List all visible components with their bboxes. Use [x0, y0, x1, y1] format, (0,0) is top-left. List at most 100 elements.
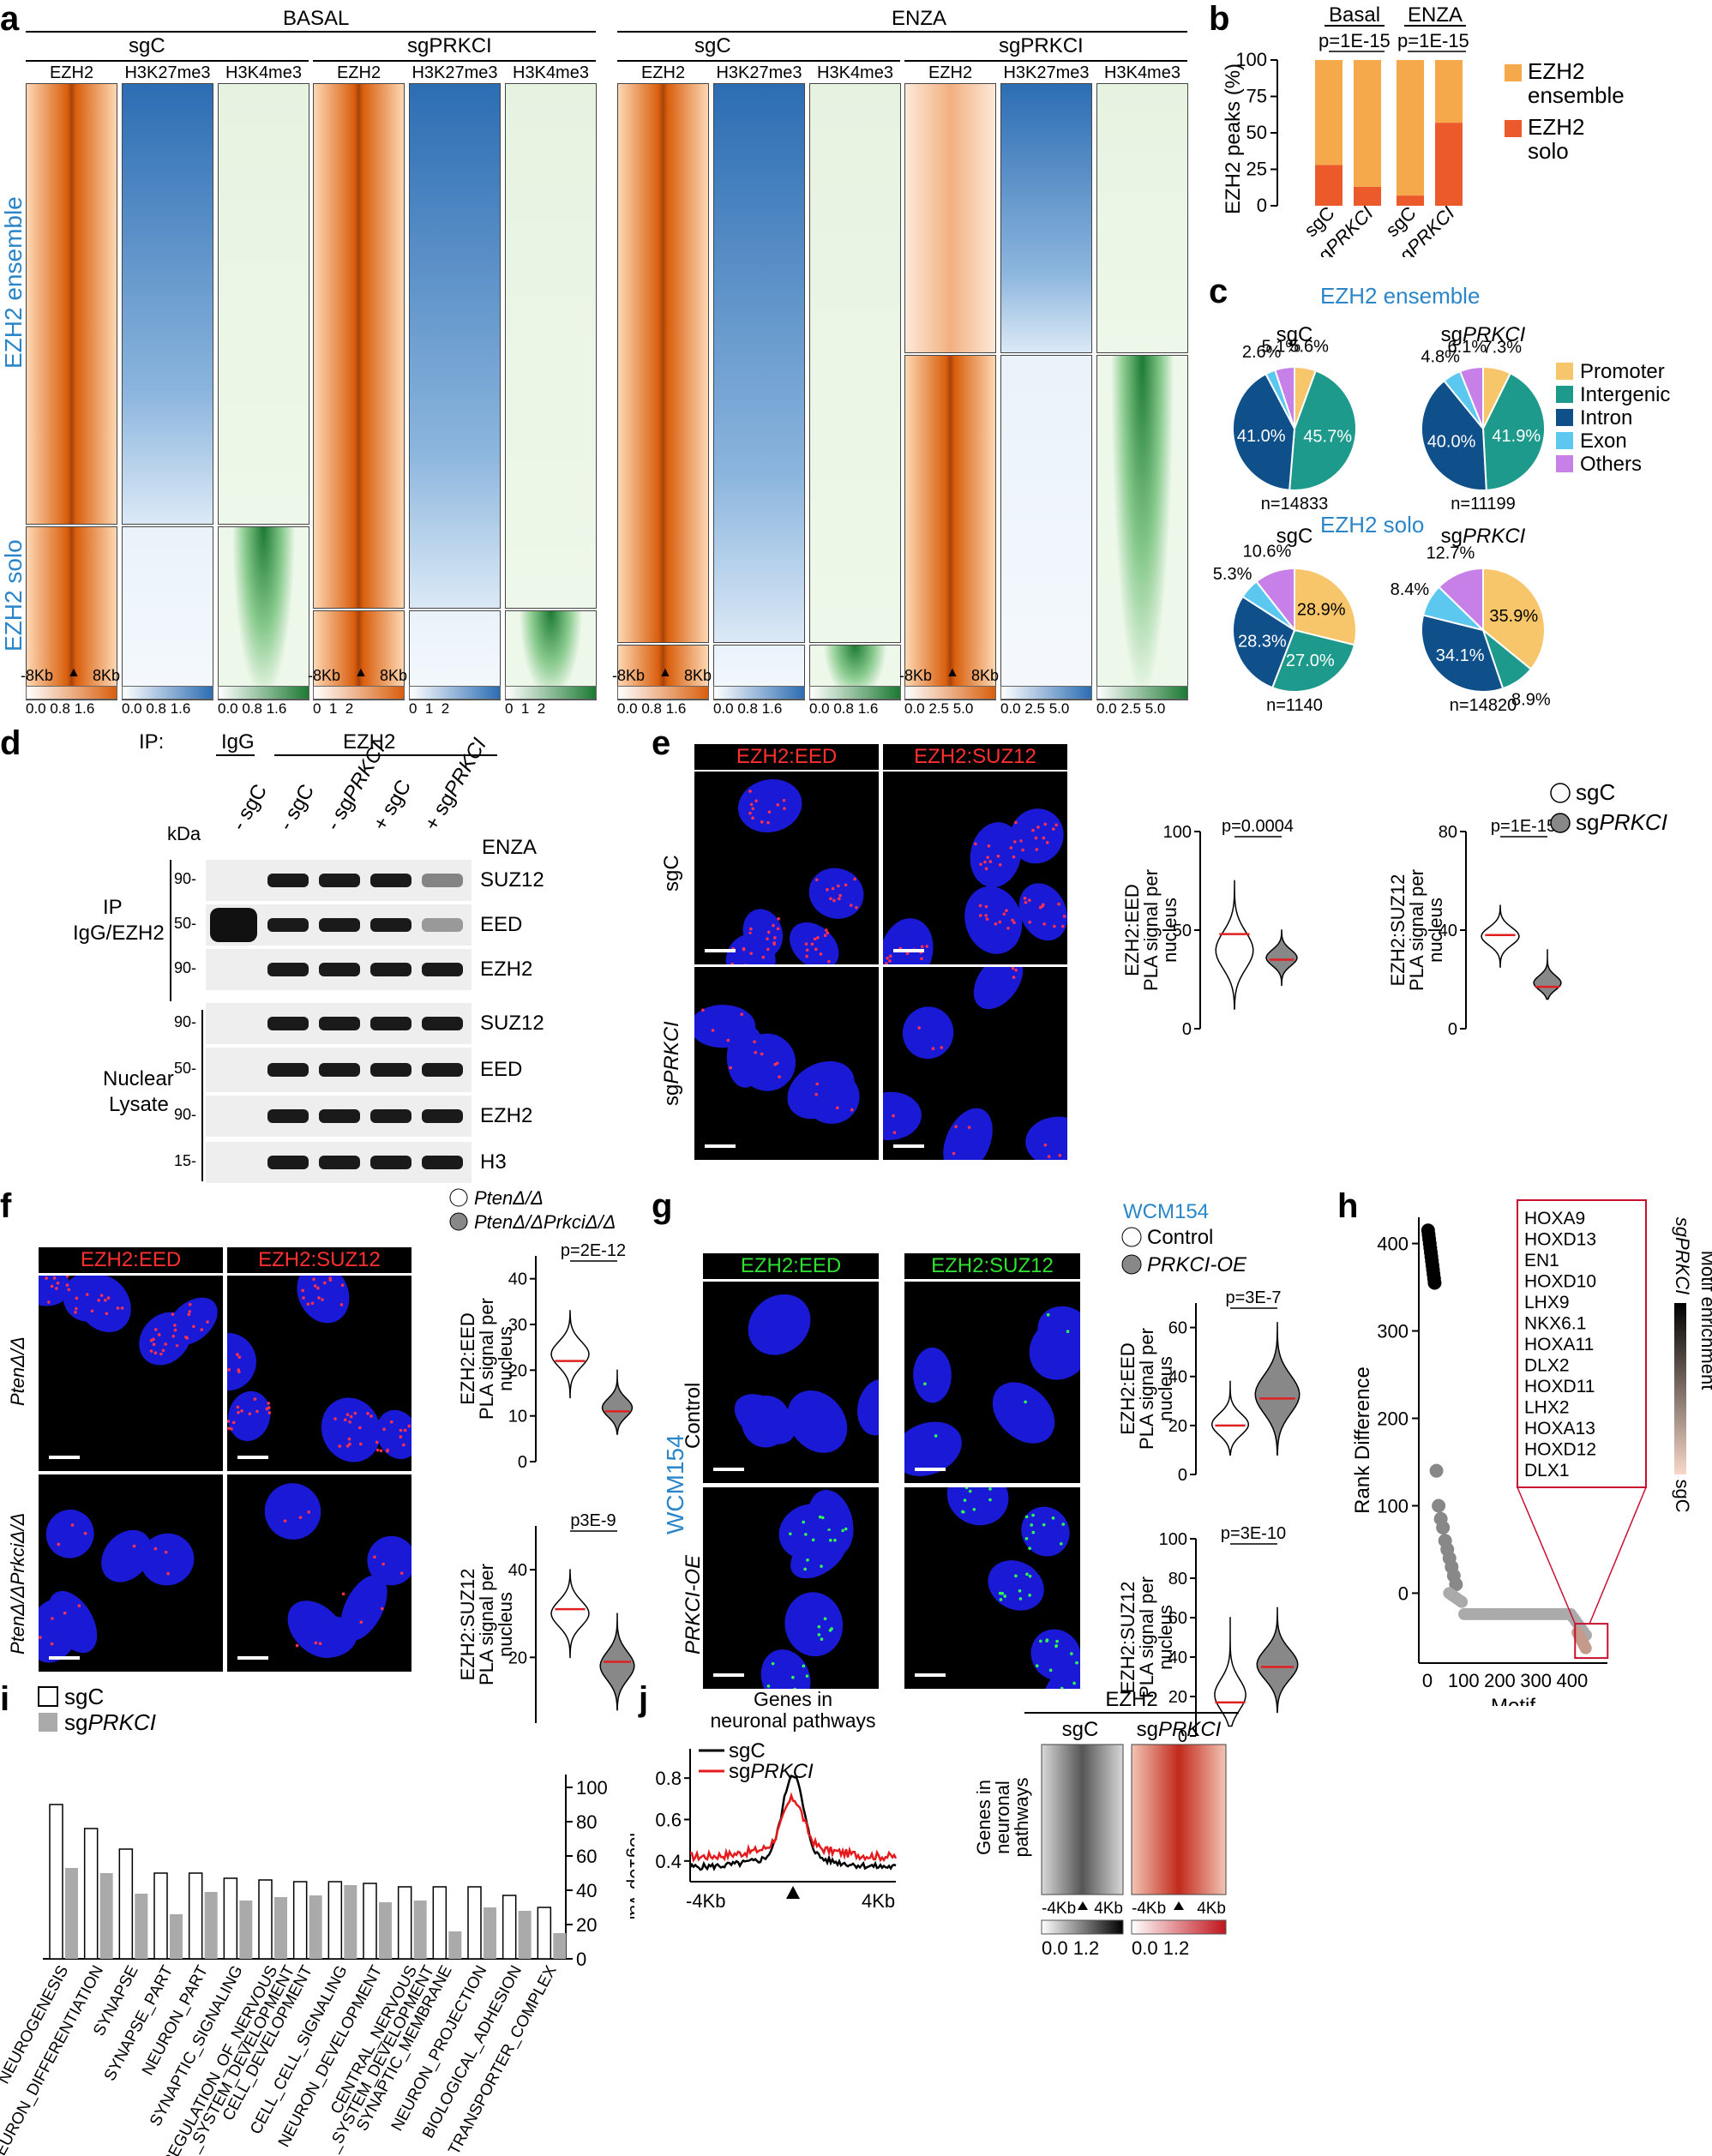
- pla-dot: [783, 807, 786, 810]
- pla-dot: [729, 1066, 732, 1070]
- blot-band: [370, 918, 411, 932]
- i-bar-sgprkci: [309, 1895, 322, 1959]
- vtick-label: 100: [1163, 823, 1192, 842]
- pla-dot: [984, 904, 988, 909]
- blot-band: [422, 1156, 463, 1169]
- vtick-label: 10: [508, 1408, 527, 1426]
- j-title-2: neuronal pathways: [710, 1709, 875, 1732]
- pla-dot: [829, 897, 832, 901]
- pla-dot: [776, 927, 780, 931]
- f-legend-1: PtenΔ/Δ: [474, 1187, 544, 1209]
- blot-band: [267, 1063, 309, 1077]
- pla-dot: [338, 1444, 342, 1448]
- axis-left: -8Kb: [612, 667, 646, 684]
- pla-dot: [1039, 1639, 1042, 1643]
- track-header-h3k27me3: H3K27me3: [124, 63, 211, 82]
- pla-dot: [358, 1426, 362, 1430]
- axis-center: ▲: [67, 665, 81, 680]
- scale-bar: [893, 1144, 924, 1148]
- b-ytick-label: 25: [1246, 159, 1267, 180]
- j-heat-side-2: neuronal: [992, 1781, 1013, 1854]
- pla-dot: [187, 1312, 191, 1317]
- pla-dot: [885, 962, 888, 964]
- pla-dot: [1019, 839, 1023, 843]
- nucleus: [340, 1575, 387, 1641]
- blot-band: [267, 963, 309, 976]
- pla-dot: [828, 1629, 832, 1632]
- j-line-sgprkci: [689, 1792, 898, 1864]
- nucleus: [297, 1276, 350, 1324]
- pie-label: 34.1%: [1436, 646, 1485, 665]
- pla-dot: [855, 905, 858, 910]
- i-bar-sgprkci: [413, 1901, 427, 1959]
- vylabel-3: nucleus: [495, 1326, 516, 1391]
- pla-dot: [850, 1108, 854, 1112]
- pla-dot: [399, 1435, 403, 1438]
- pla-dot: [105, 1312, 109, 1316]
- h-point-top: [1427, 1276, 1442, 1290]
- nucleus: [694, 1005, 756, 1048]
- pla-dot: [116, 1306, 120, 1310]
- violin-1: [1265, 929, 1298, 987]
- panel-letter-j: j: [639, 1680, 649, 1718]
- i-bar-sgc: [432, 1886, 448, 1960]
- condition-enza: ENZA: [892, 7, 947, 30]
- pla-dot: [63, 1611, 67, 1615]
- pla-dot: [819, 952, 823, 956]
- pla-dot: [837, 897, 841, 901]
- scale-ticks: 0 1 2: [409, 700, 450, 717]
- h-gene: HOXD12: [1524, 1440, 1596, 1460]
- j-ytick-label: 0.6: [655, 1810, 682, 1831]
- pla-dot: [726, 1038, 730, 1042]
- pie-group: sgPRKCI: [1441, 525, 1526, 548]
- scale-bar: [705, 1144, 736, 1148]
- pla-dot: [1031, 1530, 1036, 1534]
- scale-bar: [237, 1656, 268, 1660]
- i-xlabel: _SYSTEM_DEVELOPMENT: [324, 1962, 438, 2156]
- vylabel-3: nucleus: [1155, 1356, 1176, 1421]
- pla-dot: [310, 1301, 315, 1306]
- pla-dot: [359, 1620, 363, 1625]
- heatmap-2-ezh2-ensemble: [617, 83, 709, 643]
- pla-dot: [1042, 922, 1046, 926]
- pla-dot: [1031, 828, 1035, 832]
- pie-label: 27.0%: [1286, 652, 1335, 670]
- i-bar-sgprkci: [99, 1873, 113, 1959]
- vtick-label: 80: [1439, 823, 1457, 842]
- c-legend-swatch: [1556, 386, 1573, 403]
- vtick-label: 20: [508, 1361, 527, 1380]
- heatmap-1-h3k4me3-ensemble: [505, 83, 597, 609]
- i-ylabel: -log10p-val: [626, 1827, 634, 1920]
- blot-eed: [206, 904, 472, 946]
- d-ip-label-2: IgG/EZH2: [73, 922, 165, 945]
- pla-dot: [920, 957, 923, 961]
- pla-dot: [772, 923, 775, 928]
- pla-dot: [810, 942, 814, 946]
- vylabel-3: nucleus: [1159, 898, 1180, 963]
- i-bar-sgc: [537, 1907, 552, 1960]
- nucleus: [287, 1600, 345, 1658]
- pla-dot: [333, 1417, 337, 1420]
- pie-n: n=14820: [1450, 696, 1517, 715]
- heatmap-3-h3k27me3-ensemble: [1000, 83, 1092, 353]
- nucleus: [1030, 1629, 1080, 1681]
- h-ytick-label: 300: [1377, 1321, 1409, 1342]
- pla-dot: [961, 1510, 964, 1514]
- pla-dot: [345, 1444, 350, 1448]
- pla-dot: [236, 1405, 240, 1409]
- vtick-label: 0: [1182, 1020, 1192, 1039]
- b-ytick-label: 100: [1235, 49, 1267, 70]
- pla-dot: [1028, 1594, 1031, 1597]
- pla-dot: [923, 1382, 927, 1386]
- blot-band: [370, 1156, 411, 1169]
- b-bar-solo: [1354, 186, 1381, 206]
- pla-dot: [149, 1338, 153, 1342]
- blot-marker: 90-: [174, 959, 197, 976]
- blot-band: [267, 1109, 309, 1123]
- nucleus: [367, 1535, 411, 1586]
- heatmap-1-ezh2-solo: [313, 610, 405, 700]
- violin-1: [1254, 1322, 1301, 1456]
- pla-dot: [789, 1532, 792, 1536]
- nucleus: [45, 1509, 94, 1558]
- i-bar-sgprkci: [274, 1897, 287, 1959]
